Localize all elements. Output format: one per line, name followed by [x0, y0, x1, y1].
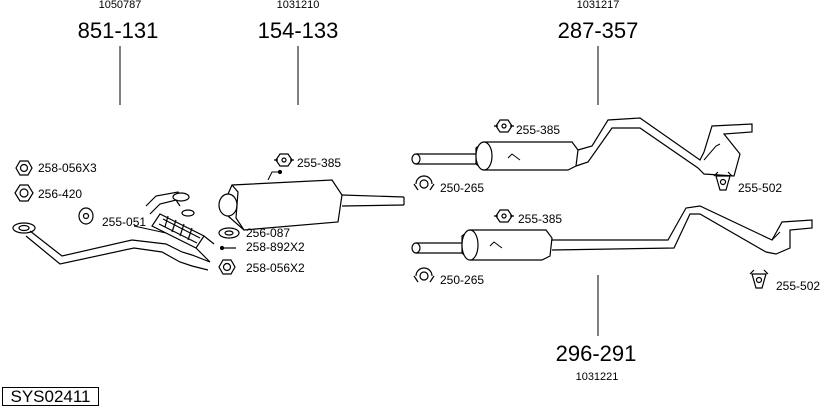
system-code-box: SYS02411: [2, 387, 99, 406]
clamp-icon: [413, 267, 435, 283]
accessory-label[interactable]: 250-265: [440, 273, 484, 287]
accessory-label[interactable]: 255-502: [776, 279, 820, 293]
part-296-291[interactable]: 296-291 1031221: [556, 275, 637, 383]
hexagon-nut-icon: [15, 160, 33, 176]
hexagon-nut-icon: [218, 259, 236, 275]
part-number: 851-131: [78, 18, 159, 43]
center-muffler: [218, 169, 405, 231]
accessory-label[interactable]: 256-087: [246, 226, 290, 240]
rear-silencer-bottom: [411, 205, 813, 261]
part-851-131[interactable]: 1050787 851-131: [78, 0, 159, 105]
front-pipe: [12, 191, 215, 271]
accessory-label[interactable]: 256-420: [38, 187, 82, 201]
bracket-hanger-icon: [713, 171, 733, 191]
rubber-hanger-icon: [274, 153, 294, 167]
accessory-label[interactable]: 255-051: [102, 215, 146, 229]
accessory-label[interactable]: 258-892X2: [246, 240, 305, 254]
part-number: 154-133: [258, 18, 339, 43]
part-ref: 1031217: [577, 0, 620, 11]
accessory-label[interactable]: 258-056X3: [38, 161, 97, 175]
accessory-label[interactable]: 255-385: [297, 156, 341, 170]
accessory-label[interactable]: 255-502: [738, 181, 782, 195]
accessory-label[interactable]: 258-056X2: [246, 261, 305, 275]
accessory-label[interactable]: 255-385: [518, 212, 562, 226]
bracket-hanger-icon: [749, 269, 769, 289]
accessory-label[interactable]: 250-265: [440, 181, 484, 195]
part-ref: 1050787: [99, 0, 142, 11]
ring-gasket-icon: [14, 184, 34, 202]
rubber-hanger-icon: [78, 207, 94, 225]
part-number: 296-291: [556, 341, 637, 366]
part-287-357[interactable]: 1031217 287-357: [558, 0, 639, 105]
bolt-icon: [219, 245, 236, 251]
clamp-icon: [413, 175, 435, 191]
part-ref: 1031210: [277, 0, 320, 11]
part-ref: 1031221: [576, 371, 619, 383]
rubber-hanger-icon: [494, 209, 514, 223]
part-number: 287-357: [558, 18, 639, 43]
rear-silencer-top: [411, 117, 753, 177]
accessory-label[interactable]: 255-385: [516, 123, 560, 137]
ring-gasket-icon: [218, 227, 240, 239]
part-154-133[interactable]: 1031210 154-133: [258, 0, 339, 105]
rubber-hanger-icon: [494, 119, 514, 133]
